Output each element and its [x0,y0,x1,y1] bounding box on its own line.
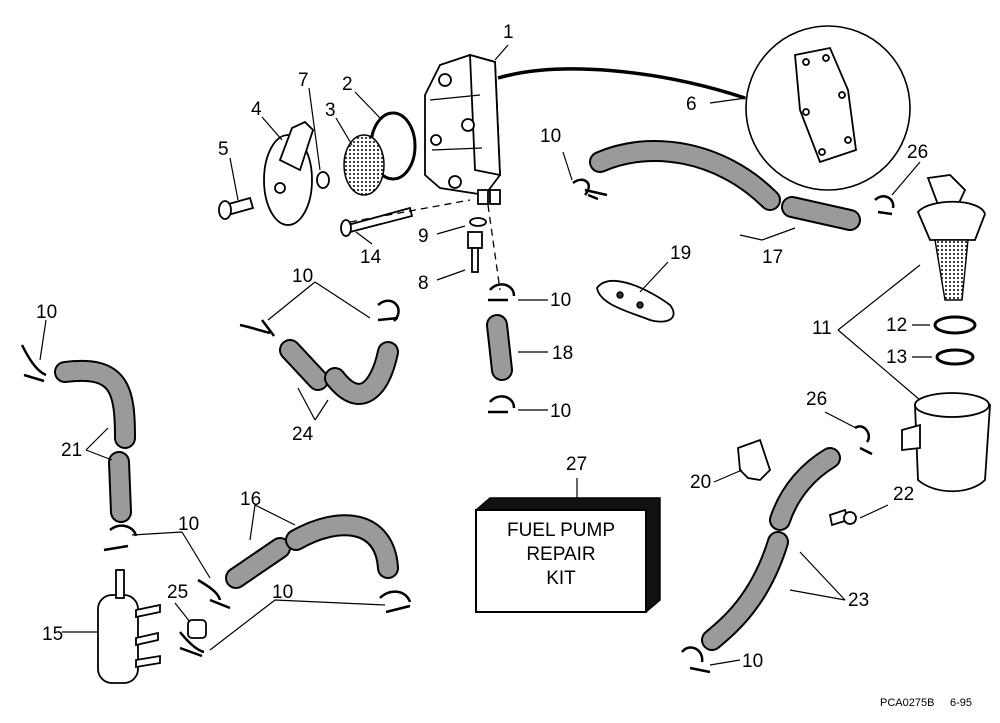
callout-21: 21 [61,440,82,461]
callout-13: 13 [886,347,907,368]
callout-26a: 26 [907,142,928,163]
hoses [54,139,861,651]
pump-cover-group [218,111,417,226]
callout-10d: 10 [550,401,571,422]
callout-4: 4 [251,99,262,120]
gasket-detail [745,25,911,191]
callout-10a: 10 [540,126,561,147]
callout-18: 18 [552,343,573,364]
figure-date: 6-95 [950,697,972,709]
callout-10b: 10 [292,266,313,287]
kit-label-line2: REPAIR [526,544,595,565]
callout-12: 12 [886,315,907,336]
callout-25: 25 [167,582,188,603]
callout-27: 27 [566,454,587,475]
repair-kit-box: FUEL PUMP REPAIR KIT [474,497,661,613]
callout-10e: 10 [36,302,57,323]
callout-10f: 10 [178,514,199,535]
callout-10g: 10 [272,582,293,603]
screw-valve-group [340,199,501,291]
callout-8: 8 [418,273,429,294]
callout-16: 16 [240,489,261,510]
callout-1: 1 [503,22,514,43]
callout-23: 23 [848,590,869,611]
callout-9: 9 [418,226,429,247]
fuel-filter-group [901,174,991,493]
callout-14: 14 [360,247,382,268]
primer-group [97,569,207,684]
callout-19: 19 [670,243,691,264]
callout-15: 15 [42,624,63,645]
callout-24: 24 [292,424,314,445]
callout-10h: 10 [742,651,763,672]
callout-10c: 10 [550,290,571,311]
callout-11: 11 [812,318,832,339]
callout-2: 2 [342,74,353,95]
callout-17: 17 [762,247,783,268]
callout-5: 5 [218,139,229,160]
figure-id: PCA0275B [880,697,934,709]
leader-lines [39,44,932,666]
callout-6: 6 [686,94,697,115]
callout-numbers: 1 2 3 4 5 6 7 8 9 10 10 10 10 10 10 10 1… [36,22,928,672]
callout-22: 22 [893,484,914,505]
hose-clamps [20,178,895,674]
kit-label-line3: KIT [546,568,576,589]
fuel-pump-body [424,53,746,205]
callout-3: 3 [325,100,336,121]
callout-20: 20 [690,472,711,493]
kit-label-line1: FUEL PUMP [507,520,615,541]
misc-parts [596,280,857,527]
callout-26b: 26 [806,389,827,410]
callout-7: 7 [298,70,309,91]
